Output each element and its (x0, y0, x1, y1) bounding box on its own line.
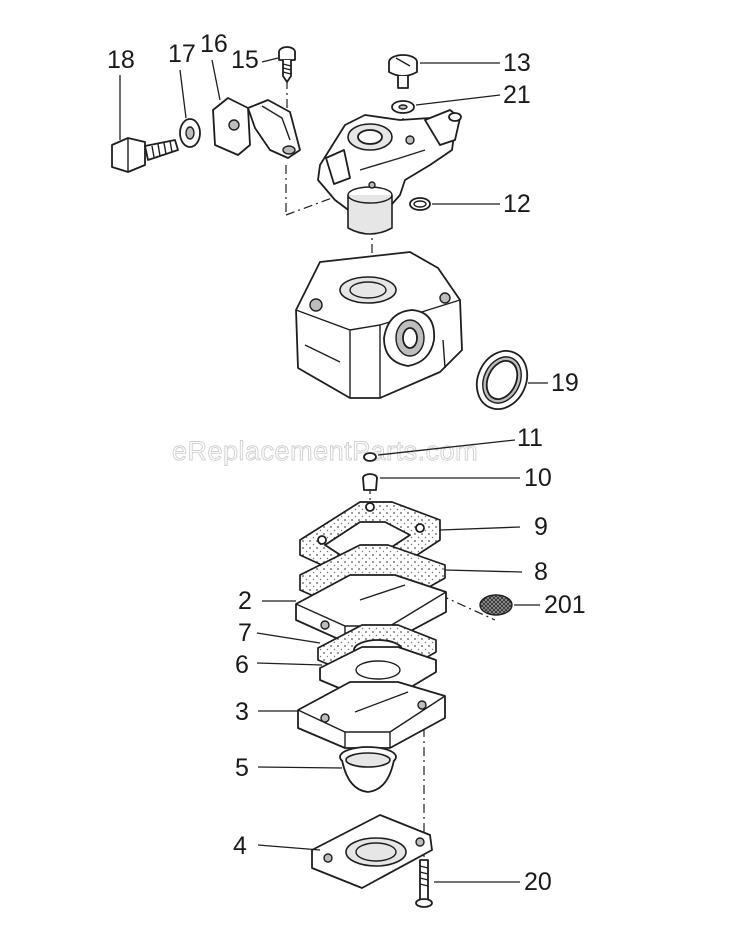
callout-15: 15 (231, 46, 259, 74)
alignment-line-lever (285, 165, 341, 216)
throttle-housing (317, 109, 462, 235)
part-4-cover-plate (311, 814, 433, 889)
callout-201: 201 (544, 591, 586, 619)
part-10-needle (362, 473, 378, 491)
part-18-fitting (111, 137, 179, 173)
callout-12: 12 (503, 190, 531, 218)
callout-17: 17 (168, 40, 196, 68)
part-11-oring (363, 452, 377, 462)
callout-19: 19 (551, 369, 579, 397)
part-12-oring (409, 197, 431, 211)
callout-8: 8 (534, 558, 548, 586)
callout-21: 21 (503, 81, 531, 109)
part-15-screw (278, 46, 296, 83)
callout-13: 13 (503, 49, 531, 77)
part-21-washer (391, 100, 415, 114)
callout-2: 2 (238, 587, 252, 615)
part-3-metering-body (297, 681, 446, 749)
part-16-bracket (212, 97, 301, 159)
leader-lines (119, 57, 548, 883)
callout-11: 11 (517, 424, 543, 452)
callout-20: 20 (524, 868, 552, 896)
callout-6: 6 (235, 651, 249, 679)
callout-18: 18 (107, 46, 135, 74)
watermark-text: eReplacementParts.com (172, 436, 478, 466)
callout-7: 7 (238, 619, 252, 647)
part-20-screw (415, 859, 433, 908)
part-5-diaphragm-cup (339, 746, 397, 793)
part-201-screen (479, 594, 513, 616)
callout-10: 10 (524, 464, 552, 492)
part-17-washer (179, 118, 201, 148)
callout-5: 5 (235, 754, 249, 782)
callout-9: 9 (534, 513, 548, 541)
callout-4: 4 (233, 832, 247, 860)
part-19-seal-ring (475, 350, 529, 410)
part-13-screw (388, 54, 418, 89)
callout-16: 16 (200, 30, 228, 58)
carburetor-body (295, 251, 463, 399)
callout-3: 3 (235, 698, 249, 726)
callout-labels: 18 17 16 15 13 21 12 19 11 10 9 8 2 201 … (107, 30, 586, 896)
